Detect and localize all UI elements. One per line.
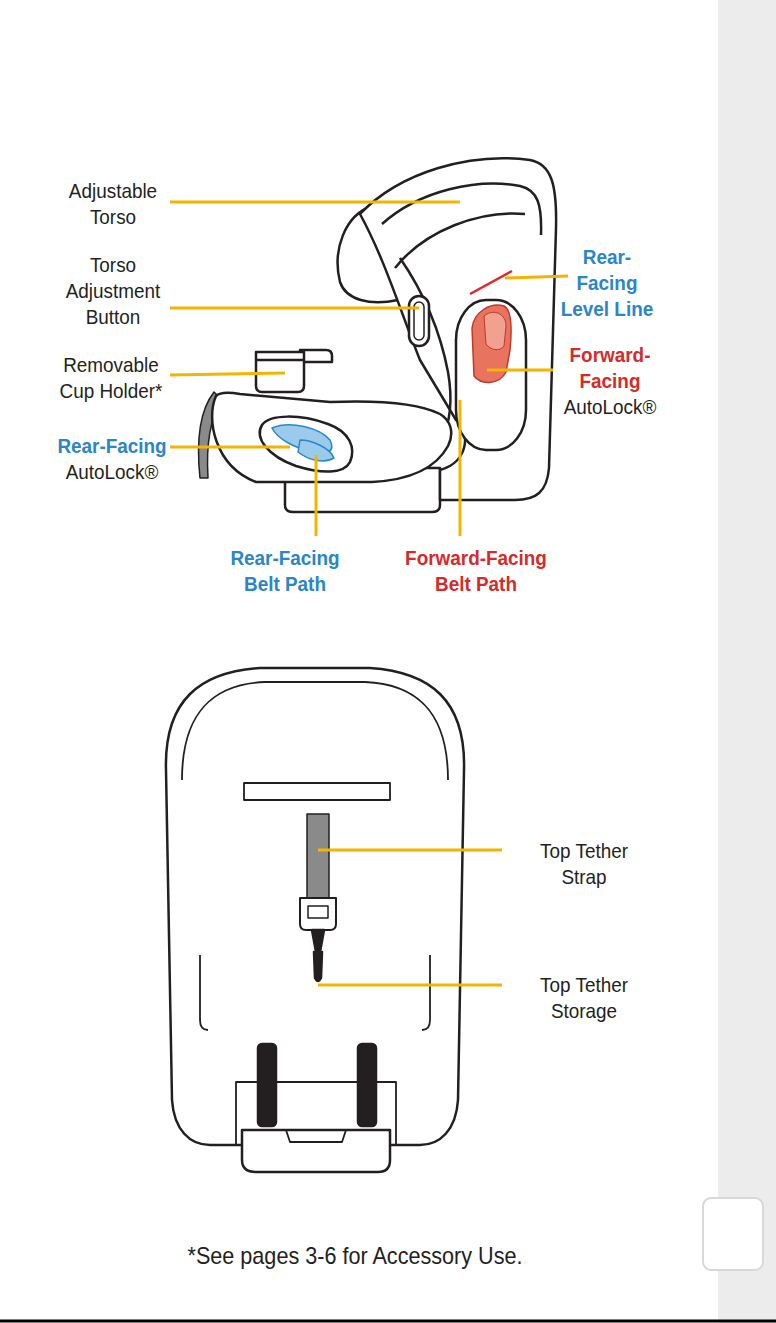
part-label: Adjustable Torso <box>69 178 157 230</box>
part-label: Forward-Facing Belt Path <box>405 545 547 597</box>
part-label: Forward- Facing AutoLock® <box>564 342 657 420</box>
part-label: Top Tether Storage <box>540 972 628 1024</box>
page-border <box>0 1320 776 1323</box>
side-view <box>199 158 557 512</box>
back-view <box>166 668 464 1172</box>
page-sidebar <box>718 0 776 1323</box>
part-label: Removable Cup Holder* <box>60 352 163 404</box>
level-line <box>470 271 512 294</box>
part-label: Torso Adjustment Button <box>66 252 161 330</box>
part-label: Rear-Facing Belt Path <box>230 545 339 597</box>
part-label: Rear-Facing AutoLock® <box>57 433 166 485</box>
part-label: Top Tether Strap <box>540 838 628 890</box>
leader-lines <box>170 202 568 985</box>
part-label: Rear- Facing Level Line <box>561 244 653 322</box>
page-number-box <box>703 1198 763 1270</box>
footnote: *See pages 3-6 for Accessory Use. <box>187 1243 522 1269</box>
